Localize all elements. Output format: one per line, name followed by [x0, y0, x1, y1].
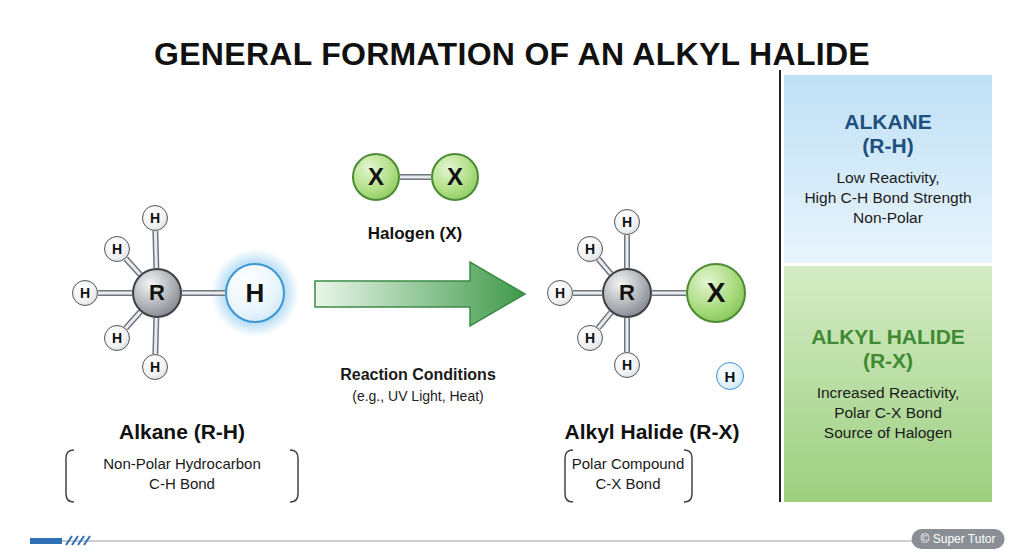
atom-symbol: H — [725, 369, 736, 384]
atom-circle: H — [614, 352, 640, 378]
watermark: © Super Tutor — [912, 529, 1005, 549]
panel-heading: (R-X) — [863, 349, 913, 373]
atom-symbol: X — [447, 165, 463, 189]
atom-symbol: H — [112, 242, 122, 256]
bracket — [684, 450, 692, 502]
atom-symbol: H — [622, 215, 632, 229]
text-label: Alkyl Halide (R-X) — [564, 420, 739, 444]
chemical-bond — [126, 312, 141, 329]
atom-circle: H — [225, 263, 285, 323]
atom-symbol: H — [555, 286, 565, 300]
atom-symbol: R — [149, 282, 165, 304]
atom-circle: H — [72, 280, 98, 306]
text-label: Polar Compound — [572, 455, 685, 472]
panel-body: Low Reactivity, — [836, 168, 939, 188]
atom-symbol: X — [707, 279, 726, 307]
chemical-bond — [627, 235, 628, 268]
atom-circle: H — [716, 362, 744, 390]
text-label: (e.g., UV Light, Heat) — [352, 388, 484, 404]
text-label: Halogen (X) — [368, 224, 462, 244]
atom-circle: H — [614, 209, 640, 235]
chemical-bond — [627, 318, 628, 352]
footer-rule — [30, 540, 960, 542]
panel-heading: (R-H) — [862, 134, 913, 158]
chemical-bond — [598, 312, 611, 328]
chemical-bond — [573, 293, 602, 294]
atom-symbol: H — [585, 242, 595, 256]
atom-symbol: H — [150, 211, 160, 225]
atom-circle: H — [547, 280, 573, 306]
atom-circle: H — [104, 236, 130, 262]
text-label: Non-Polar Hydrocarbon — [103, 455, 261, 472]
chemical-bond — [98, 293, 132, 294]
atom-symbol: H — [150, 360, 160, 374]
atom-circle: X — [686, 263, 746, 323]
atom-circle: H — [142, 205, 168, 231]
text-label: C-H Bond — [149, 475, 215, 492]
divider-line — [779, 70, 781, 502]
atom-circle: H — [577, 236, 603, 262]
panel-heading: ALKYL HALIDE — [811, 325, 965, 349]
text-label: C-X Bond — [595, 475, 660, 492]
info-panel: ALKYL HALIDE(R-X) Increased Reactivity,Po… — [784, 266, 992, 502]
panel-body: Increased Reactivity, — [817, 383, 960, 403]
highlight-glow — [211, 249, 299, 337]
atom-circle: H — [104, 325, 130, 351]
atom-circle: H — [142, 354, 168, 380]
atom-circle: H — [577, 325, 603, 351]
panel-heading: ALKANE — [844, 110, 932, 134]
atom-circle: X — [431, 153, 479, 201]
chemical-bond — [400, 177, 431, 178]
atom-symbol: H — [622, 358, 632, 372]
diagram-title: GENERAL FORMATION OF AN ALKYL HALIDE — [0, 36, 1024, 73]
atom-circle: R — [602, 268, 652, 318]
chemical-bond — [182, 293, 225, 294]
panel-body: Polar C-X Bond — [834, 403, 942, 423]
panel-body: Source of Halogen — [824, 423, 952, 443]
reaction-arrow — [315, 262, 525, 326]
footer-slashes — [66, 536, 90, 545]
atom-symbol: X — [368, 165, 384, 189]
chemical-bond — [652, 293, 686, 294]
chemical-bond — [598, 259, 611, 274]
chemical-bond — [126, 259, 140, 275]
panel-body: Non-Polar — [853, 208, 923, 228]
bracket — [290, 450, 298, 502]
panel-body: High C-H Bond Strength — [804, 188, 971, 208]
info-panel: ALKANE(R-H) Low Reactivity,High C-H Bond … — [784, 75, 992, 263]
chemical-bond — [155, 318, 157, 354]
atom-symbol: H — [112, 331, 122, 345]
atom-symbol: H — [246, 280, 265, 306]
text-label: Reaction Conditions — [340, 366, 496, 384]
text-label: Alkane (R-H) — [119, 420, 245, 444]
atom-symbol: H — [80, 286, 90, 300]
atom-circle: X — [352, 153, 400, 201]
atom-circle: R — [132, 268, 182, 318]
bracket — [66, 450, 74, 502]
atom-symbol: H — [585, 331, 595, 345]
atom-symbol: R — [619, 282, 635, 304]
footer-bar — [30, 538, 62, 544]
chemical-bond — [155, 231, 157, 268]
